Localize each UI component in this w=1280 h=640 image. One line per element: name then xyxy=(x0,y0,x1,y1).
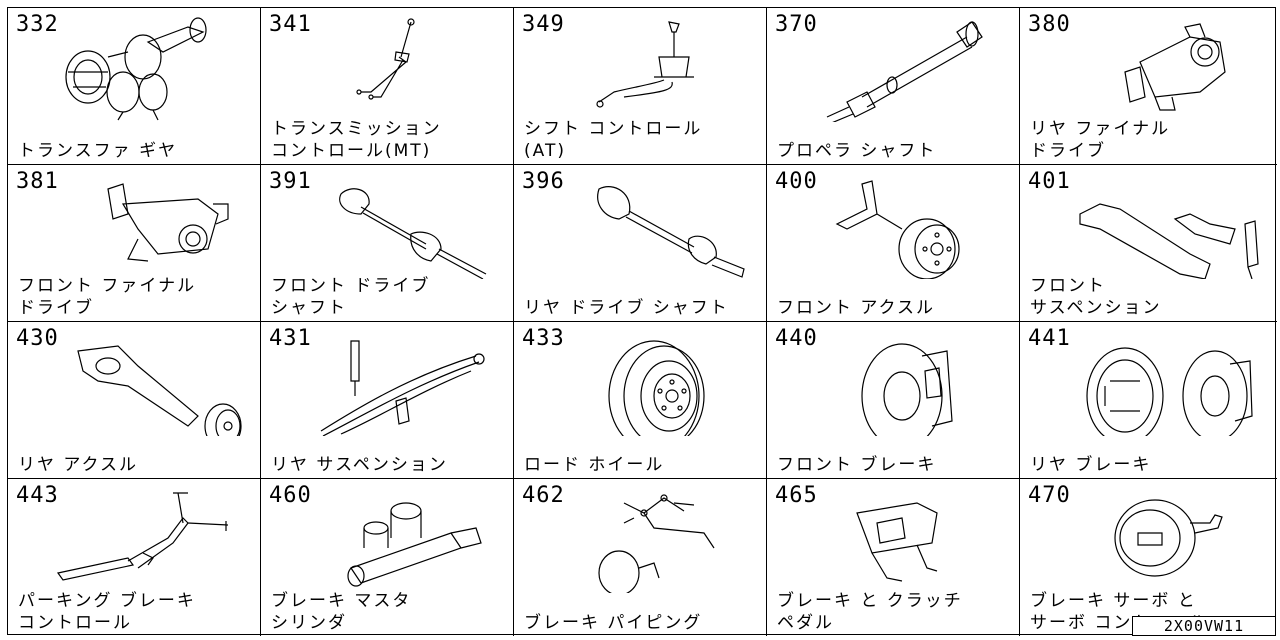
part-code: 462 xyxy=(522,483,565,508)
master-cylinder-icon xyxy=(347,502,482,587)
cell-341[interactable]: 341 トランスミッション コントロール(MT) xyxy=(261,8,514,165)
part-code: 441 xyxy=(1028,326,1071,351)
part-code: 370 xyxy=(775,12,818,37)
part-code: 465 xyxy=(775,483,818,508)
part-label: リヤ ファイナル ドライブ xyxy=(1030,119,1171,161)
part-code: 443 xyxy=(16,483,59,508)
cell-430[interactable]: 430 リヤ アクスル xyxy=(8,322,261,479)
parking-brake-icon xyxy=(56,492,229,581)
part-label: ブレーキ パイピング xyxy=(524,613,703,633)
part-label: トランスミッション コントロール(MT) xyxy=(271,119,442,161)
shift-lever-mt-icon xyxy=(356,18,415,100)
rear-suspension-icon xyxy=(320,340,485,436)
rear-axle-icon xyxy=(77,345,242,436)
part-label: フロント サスペンション xyxy=(1030,276,1162,318)
shift-lever-at-icon xyxy=(596,21,694,108)
cell-381[interactable]: 381 フロント ファイナル ドライブ xyxy=(8,165,261,322)
front-brake-icon xyxy=(861,343,953,436)
rear-drive-shaft-icon xyxy=(597,186,745,278)
cell-391[interactable]: 391 フロント ドライブ シャフト xyxy=(261,165,514,322)
brake-servo-icon xyxy=(1114,499,1223,577)
road-wheel-icon xyxy=(608,340,705,436)
cell-400[interactable]: 400 フロント アクスル xyxy=(767,165,1020,322)
cell-470[interactable]: 470 ブレーキ サーボ と サーボ コントロール xyxy=(1020,479,1277,636)
cell-431[interactable]: 431 リヤ サスペンション xyxy=(261,322,514,479)
rear-final-drive-icon xyxy=(1124,23,1226,111)
part-label: パーキング ブレーキ コントロール xyxy=(18,591,196,633)
part-code: 460 xyxy=(269,483,312,508)
part-label: ブレーキ マスタ シリンダ xyxy=(271,591,412,633)
cell-380[interactable]: 380 リヤ ファイナル ドライブ xyxy=(1020,8,1277,165)
part-label: ブレーキ と クラッチ ペダル xyxy=(777,591,963,633)
cell-443[interactable]: 443 パーキング ブレーキ コントロール xyxy=(8,479,261,636)
cell-349[interactable]: 349 シフト コントロール (AT) xyxy=(514,8,767,165)
part-label: フロント ファイナル ドライブ xyxy=(18,276,197,318)
part-code: 430 xyxy=(16,326,59,351)
part-code: 349 xyxy=(522,12,565,37)
part-code: 401 xyxy=(1028,169,1071,194)
parts-index-grid: 332 トランスファ ギヤ 341 トランスミッション コントロール(MT) 3… xyxy=(7,7,1277,636)
cell-465[interactable]: 465 ブレーキ と クラッチ ペダル xyxy=(767,479,1020,636)
part-label: フロント ブレーキ xyxy=(777,455,937,475)
part-label: フロント ドライブ シャフト xyxy=(271,276,431,318)
part-label: シフト コントロール (AT) xyxy=(524,119,703,161)
cell-433[interactable]: 433 ロード ホイール xyxy=(514,322,767,479)
cell-460[interactable]: 460 ブレーキ マスタ シリンダ xyxy=(261,479,514,636)
front-final-drive-icon xyxy=(107,183,229,262)
part-label: ロード ホイール xyxy=(524,455,665,475)
part-code: 396 xyxy=(522,169,565,194)
part-code: 400 xyxy=(775,169,818,194)
part-label: プロペラ シャフト xyxy=(777,141,937,161)
cell-462[interactable]: 462 ブレーキ パイピング xyxy=(514,479,767,636)
cell-401[interactable]: 401 フロント サスペンション xyxy=(1020,165,1277,322)
propeller-shaft-icon xyxy=(826,21,983,122)
part-label: フロント アクスル xyxy=(777,298,936,318)
part-code: 470 xyxy=(1028,483,1071,508)
part-code: 380 xyxy=(1028,12,1071,37)
rear-brake-icon xyxy=(1086,347,1253,436)
part-code: 381 xyxy=(16,169,59,194)
front-axle-icon xyxy=(835,180,960,279)
part-label: リヤ サスペンション xyxy=(271,455,448,475)
pedal-icon xyxy=(856,502,938,582)
front-suspension-icon xyxy=(1079,203,1259,279)
cell-332[interactable]: 332 トランスファ ギヤ xyxy=(8,8,261,165)
part-label: トランスファ ギヤ xyxy=(18,141,178,161)
part-code: 341 xyxy=(269,12,312,37)
brake-piping-icon xyxy=(598,494,715,593)
cell-370[interactable]: 370 プロペラ シャフト xyxy=(767,8,1020,165)
part-code: 433 xyxy=(522,326,565,351)
part-code: 332 xyxy=(16,12,59,37)
part-label: リヤ アクスル xyxy=(18,455,139,475)
part-code: 391 xyxy=(269,169,312,194)
part-label: リヤ ドライブ シャフト xyxy=(524,298,729,318)
part-label: リヤ ブレーキ xyxy=(1030,455,1152,475)
cell-440[interactable]: 440 フロント ブレーキ xyxy=(767,322,1020,479)
transfer-gear-icon xyxy=(65,17,207,121)
cell-441[interactable]: 441 リヤ ブレーキ xyxy=(1020,322,1277,479)
cell-396[interactable]: 396 リヤ ドライブ シャフト xyxy=(514,165,767,322)
drawing-code: 2X00VW11 xyxy=(1132,616,1276,636)
front-drive-shaft-icon xyxy=(339,188,487,279)
part-code: 431 xyxy=(269,326,312,351)
part-code: 440 xyxy=(775,326,818,351)
